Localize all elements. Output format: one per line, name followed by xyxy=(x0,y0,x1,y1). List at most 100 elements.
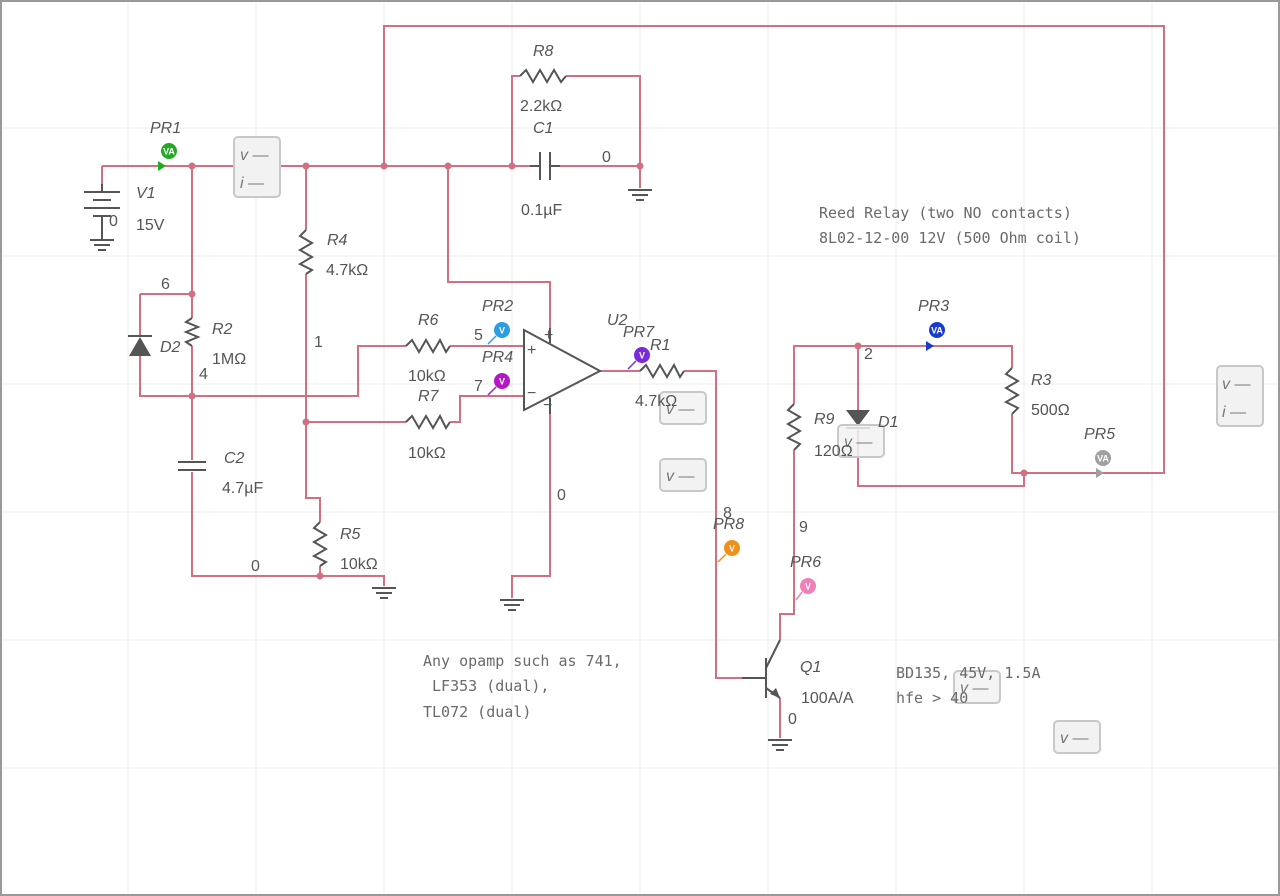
u2-minus-sign: − xyxy=(527,385,536,402)
meter-v-3[interactable]: v — xyxy=(837,424,885,458)
pr8-badge: V xyxy=(729,544,735,554)
probe-pr8[interactable]: V xyxy=(717,540,740,563)
meter-v-3-label: v — xyxy=(844,434,873,451)
r2-resistor[interactable] xyxy=(183,317,201,347)
pr1-label: PR1 xyxy=(150,120,181,137)
pr3-label: PR3 xyxy=(918,298,949,315)
d2-diode[interactable] xyxy=(128,335,152,356)
r1-label: R1 xyxy=(650,337,670,354)
pr1-badge: VA xyxy=(163,147,175,157)
probe-pr4[interactable]: V xyxy=(487,373,510,396)
probe-pr3[interactable]: VA xyxy=(926,322,945,351)
junction-dot xyxy=(854,342,862,350)
junction-dot xyxy=(636,162,644,170)
meter-vi-2-v: v — xyxy=(1222,376,1251,393)
meter-v-4[interactable]: v — xyxy=(953,670,1001,704)
junction-dot xyxy=(188,162,196,170)
probe-pr5[interactable]: VA xyxy=(1095,450,1111,478)
meter-v-1-label: v — xyxy=(666,401,695,418)
wire-r3-bottom xyxy=(1011,414,1104,474)
node-0-opamp: 0 xyxy=(557,487,566,504)
d2-label: D2 xyxy=(160,339,181,356)
meter-vi-2[interactable]: v — i — xyxy=(1216,365,1264,427)
r2-value: 1MΩ xyxy=(212,351,246,368)
probe-pr6[interactable]: V xyxy=(795,578,816,601)
pr7-badge: V xyxy=(639,351,645,361)
meter-v-5[interactable]: v — xyxy=(1053,720,1101,754)
note-relay-1: Reed Relay (two NO contacts) xyxy=(819,204,1072,222)
r5-resistor[interactable] xyxy=(311,521,328,567)
pr6-badge: V xyxy=(805,582,811,592)
c2-capacitor[interactable] xyxy=(178,461,206,471)
r9-label: R9 xyxy=(814,411,835,428)
wire-d2-anode xyxy=(139,356,192,397)
meter-v-4-label: v — xyxy=(960,680,989,697)
r6-resistor[interactable] xyxy=(405,337,451,354)
note-relay-2: 8L02-12-00 12V (500 Ohm coil) xyxy=(819,229,1081,247)
wire-q1-collector xyxy=(779,450,795,640)
c2-label: C2 xyxy=(224,450,245,467)
r1-value: 4.7kΩ xyxy=(635,393,677,410)
meter-v-2[interactable]: v — xyxy=(659,458,707,492)
pr6-label: PR6 xyxy=(790,554,821,571)
wires xyxy=(101,25,1165,738)
c1-label: C1 xyxy=(533,120,553,137)
node-0-c1: 0 xyxy=(602,149,611,166)
r3-value: 500Ω xyxy=(1031,402,1070,419)
probe-pr2[interactable]: V xyxy=(487,322,510,345)
meter-vi-1-v: v — xyxy=(240,147,269,164)
d1-label: D1 xyxy=(878,414,898,431)
wire-opamp-vplus xyxy=(447,166,551,328)
meter-v-1[interactable]: v — xyxy=(659,391,707,425)
c1-capacitor[interactable] xyxy=(530,152,560,180)
node-8: 8 xyxy=(723,505,732,522)
r3-resistor[interactable] xyxy=(1003,367,1020,415)
note-bd135-1: BD135, 45V, 1.5A xyxy=(896,664,1041,682)
wire-node4-r6 xyxy=(192,345,406,397)
node-6: 6 xyxy=(161,276,170,293)
r3-label: R3 xyxy=(1031,372,1052,389)
r4-resistor[interactable] xyxy=(297,229,314,275)
node-0-q1: 0 xyxy=(788,711,797,728)
node-1: 1 xyxy=(314,334,323,351)
note-opamp-1: Any opamp such as 741, xyxy=(423,652,622,670)
r8-value: 2.2kΩ xyxy=(520,98,562,115)
r8-resistor[interactable] xyxy=(519,68,567,84)
pr4-badge: V xyxy=(499,377,505,387)
probe-pr7[interactable]: V xyxy=(627,347,650,370)
r9-resistor[interactable] xyxy=(785,403,802,451)
u2-opamp[interactable] xyxy=(523,328,603,414)
node-7: 7 xyxy=(474,378,483,395)
node-4: 4 xyxy=(199,366,208,383)
q1-transistor[interactable] xyxy=(742,639,781,699)
r7-value: 10kΩ xyxy=(408,445,446,462)
probe-pr1[interactable]: VA xyxy=(158,143,177,171)
node-2: 2 xyxy=(864,346,873,363)
wire-r8-right xyxy=(566,75,641,166)
node-0-v1: 0 xyxy=(109,213,118,230)
pr7-label: PR7 xyxy=(623,324,655,341)
node-5: 5 xyxy=(474,327,483,344)
meter-vi-2-i: i — xyxy=(1222,404,1247,421)
r5-value: 10kΩ xyxy=(340,556,378,573)
meter-v-5-label: v — xyxy=(1060,730,1089,747)
node-0-bottom: 0 xyxy=(251,558,260,575)
junction-dot xyxy=(188,290,196,298)
meter-vi-1-i: i — xyxy=(240,175,265,192)
junction-dot xyxy=(302,162,310,170)
wire-opamp-vminus xyxy=(511,414,551,598)
junction-dot xyxy=(1020,469,1028,477)
wire-feedback-loop xyxy=(383,25,1165,474)
u2-plus-sign-top: + xyxy=(544,327,553,344)
q1-value: 100A/A xyxy=(801,690,854,707)
wire-r9-top xyxy=(793,345,1013,404)
meter-vi-1[interactable]: v — i — xyxy=(233,136,281,198)
ground-symbols xyxy=(90,189,792,751)
u2-minus-sign-bottom: − xyxy=(543,397,552,414)
r7-resistor[interactable] xyxy=(405,413,451,430)
meter-v-2-label: v — xyxy=(666,468,695,485)
r1-resistor[interactable] xyxy=(639,362,685,379)
v1-battery[interactable] xyxy=(84,184,120,240)
